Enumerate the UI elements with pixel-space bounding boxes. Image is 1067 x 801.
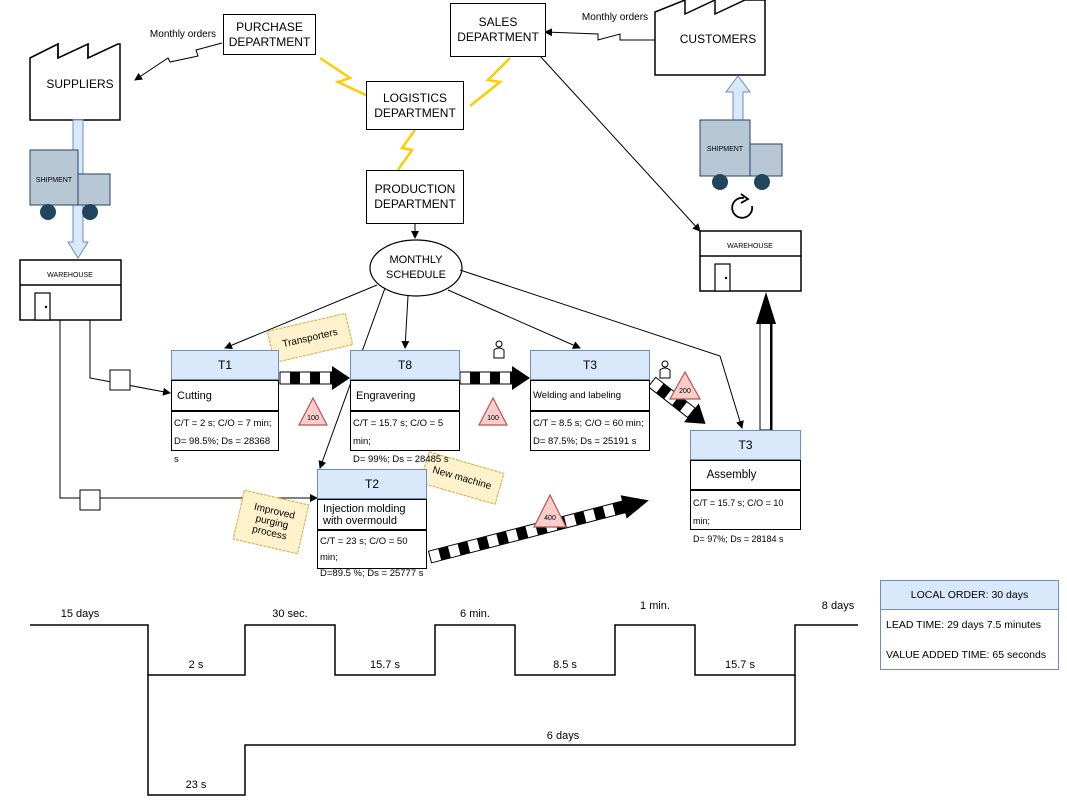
inventory-count: 100	[487, 415, 499, 422]
process-t8-header: T8	[350, 350, 460, 380]
operator-outline-icon	[493, 340, 505, 359]
kanban-box-icon	[79, 489, 101, 511]
timeline-label: 8.5 s	[553, 659, 577, 671]
process-t3-assembly-name: Assembly	[690, 460, 801, 490]
warehouse-label: WAREHOUSE	[727, 243, 773, 250]
process-t3-welding-data: C/T = 8.5 s; C/O = 60 min;D= 87.5%; Ds =…	[530, 411, 650, 451]
timeline-lower	[147, 675, 796, 796]
logistics-department: LOGISTICS DEPARTMENT	[366, 81, 464, 130]
shipment-label: SHIPMENT	[707, 146, 744, 153]
push-arrow-t1-t8	[279, 366, 350, 390]
kaizen-burst	[419, 451, 505, 505]
process-t3-welding-name: Welding and labeling	[530, 380, 650, 411]
inventory-count: 200	[679, 388, 691, 395]
push-arrow-assembly-warehouse	[756, 292, 776, 431]
lightning-logistics-production-icon	[396, 129, 417, 171]
shipment-truck-right-icon	[699, 119, 783, 190]
process-t8-data: C/T = 15.7 s; C/O = 5 min;D= 99%; Ds = 2…	[350, 411, 460, 465]
customers-label: CUSTOMERS	[680, 32, 756, 46]
lightning-purchase-logistics-icon	[319, 56, 369, 98]
process-t1-data: C/T = 2 s; C/O = 7 min;D= 98.5%; Ds = 28…	[171, 411, 279, 465]
monthly-orders-customer-arrow	[544, 28, 655, 41]
timeline-label: 30 sec.	[272, 608, 307, 620]
inventory-triangle-icon	[478, 396, 508, 426]
warehouse-label: WAREHOUSE	[47, 272, 93, 279]
shipment-label: SHIPMENT	[36, 177, 73, 184]
shipment-truck-left-icon	[29, 149, 111, 220]
schedule-label: MONTHLY SCHEDULE	[386, 254, 446, 281]
monthly-orders-label: Monthly orders	[150, 29, 216, 40]
push-arrow-t3-assembly	[647, 376, 706, 424]
process-t2-header: T2	[317, 469, 427, 499]
monthly-orders-supplier-arrow	[134, 42, 223, 81]
customers-factory-icon	[654, 0, 766, 76]
inventory-count: 100	[307, 415, 319, 422]
push-arrow-t8-t3	[459, 366, 530, 390]
process-t2-data: C/T = 23 s; C/O = 50 min;D=89.5 %; Ds = …	[317, 530, 427, 579]
process-t2-name: Injection molding with overmould	[317, 499, 427, 530]
inventory-triangle-icon	[668, 370, 702, 400]
monthly-orders-label: Monthly orders	[582, 12, 648, 23]
schedule-ellipse	[369, 239, 463, 297]
warehouse-left-icon	[19, 259, 122, 321]
local-order: LOCAL ORDER: 30 days	[881, 581, 1058, 610]
process-t1-header: T1	[171, 350, 279, 380]
rotate-icon	[731, 193, 754, 219]
timeline-label: 23 s	[186, 779, 207, 791]
lightning-sales-logistics-icon	[469, 57, 511, 107]
inventory-triangle-icon	[533, 493, 567, 528]
lead-time: LEAD TIME: 29 days 7.5 minutes	[886, 619, 1042, 631]
suppliers-factory-icon	[29, 42, 121, 121]
process-t3-assembly-data: C/T = 15.7 s; C/O = 10 min;D= 97%; Ds = …	[690, 490, 801, 544]
kaizen-burst	[266, 312, 354, 364]
timeline-label: 6 min.	[460, 608, 490, 620]
timeline-label: 6 days	[547, 730, 580, 742]
timeline-label: 2 s	[189, 659, 204, 671]
process-t3-assembly-header: T3	[690, 430, 801, 460]
process-t8-name: Engravering	[350, 380, 460, 411]
timeline-label: 1 min.	[640, 600, 670, 612]
kanban-box-icon	[109, 369, 131, 391]
inventory-count: 400	[544, 515, 556, 522]
timeline-label: 15.7 s	[370, 659, 400, 671]
operator-outline-icon	[659, 360, 671, 379]
production-department: PRODUCTION DEPARTMENT	[366, 170, 464, 224]
customer-shipment-arrow	[725, 75, 751, 121]
purchase-department: PURCHASE DEPARTMENT	[223, 14, 316, 55]
suppliers-label: SUPPLIERS	[46, 77, 113, 91]
warehouse-right-icon	[699, 230, 802, 292]
process-t3-welding-header: T3	[530, 350, 650, 380]
timeline-label: 15.7 s	[725, 659, 755, 671]
timeline-upper	[30, 624, 858, 676]
process-t1-name: Cutting	[171, 380, 279, 411]
sales-department: SALES DEPARTMENT	[450, 3, 546, 57]
push-arrow-t2-assembly	[427, 495, 649, 564]
kaizen-burst	[232, 489, 310, 555]
timeline-label: 15 days	[61, 608, 100, 620]
inventory-triangle-icon	[298, 396, 328, 426]
timeline-label: 8 days	[822, 600, 855, 612]
lead-time-summary: LOCAL ORDER: 30 days LEAD TIME: 29 days …	[880, 580, 1059, 670]
value-added-time: VALUE ADDED TIME: 65 seconds	[886, 649, 1047, 661]
